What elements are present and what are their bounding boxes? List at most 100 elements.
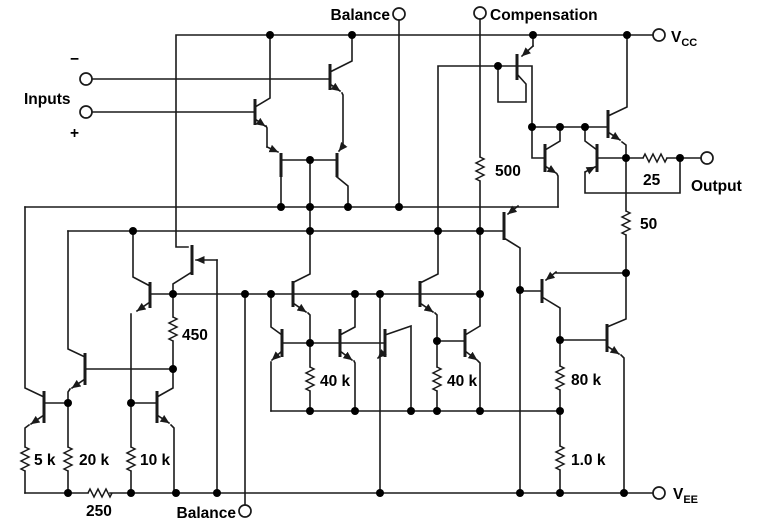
resistor-25 [642,152,668,164]
junction-dot [266,31,274,39]
emitter-arrow [338,349,354,362]
emitter-arrow [605,344,621,356]
resistor-80k [554,365,566,391]
junction-dot [267,290,275,298]
wire-segment [253,34,353,148]
wire-segment [540,272,627,341]
junction-dot [433,337,441,345]
emitter-arrow [270,349,284,362]
label-r450: 450 [182,327,208,344]
wire-segment [531,126,609,159]
junction-dot [516,489,524,497]
wire-segment [24,206,69,494]
emitter-arrow [337,141,348,153]
wire-segment [606,34,628,159]
junction-dot [476,290,484,298]
emitter-arrow [606,130,622,142]
wire-segment [379,293,412,494]
label-r250: 250 [86,503,112,520]
emitter-arrow [583,165,597,175]
junction-dot [434,227,442,235]
resistor-5k [19,446,31,472]
junction-dot [64,489,72,497]
terminals [79,6,714,518]
label-compensation: Compensation [490,7,598,24]
labels: Balance Compensation VCC Inputs − + Outp… [24,7,742,522]
junction-dot [494,62,502,70]
junction-dot [407,407,415,415]
label-balance-bottom: Balance [177,505,237,522]
junction-dot [127,489,135,497]
label-r500: 500 [495,163,521,180]
junction-dot [529,31,537,39]
junction-dot [676,154,684,162]
junction-dot [172,489,180,497]
resistors [19,152,668,499]
terminal-output [700,151,714,165]
wire-segment [420,65,533,284]
label-balance-top: Balance [331,7,391,24]
emitter-arrow [544,270,558,282]
wire-segment [502,236,543,494]
label-text: V [673,486,684,503]
resistor-20k [62,446,74,472]
junction-dot [528,123,536,131]
terminal-balance-top [392,7,406,21]
junction-dot [622,154,630,162]
terminal-balance-bottom [238,504,252,518]
junction-dot [64,399,72,407]
label-r50: 50 [640,216,657,233]
junction-dot [277,203,285,211]
label-r80k: 80 k [571,372,602,389]
junction-dot [622,269,630,277]
label-input-plus: + [70,125,79,142]
junction-dot [351,407,359,415]
junction-dot [306,407,314,415]
terminal-vee [652,486,666,500]
junction-dot [433,407,441,415]
junction-dot [476,407,484,415]
label-text: V [671,29,682,46]
wire-segment [559,272,627,494]
resistor-10k [125,446,137,472]
wire-segment [292,159,311,284]
emitter-arrow [265,144,280,154]
junction-dots [64,31,684,497]
resistor-40k-1 [304,366,316,392]
junction-dot [556,336,564,344]
transistor-bars [42,54,610,423]
vcc-rail [175,34,654,248]
resistor-250 [87,487,113,499]
wire-segment [130,368,175,494]
junction-dot [395,203,403,211]
junction-dot [556,489,564,497]
junction-dot [344,203,352,211]
emitter-arrow [253,117,267,128]
resistor-40k-2 [431,366,443,392]
wire-segment [172,259,218,494]
label-r10k: 10 k [140,452,171,469]
junction-dot [348,31,356,39]
junction-dot [306,203,314,211]
emitter-arrow [506,204,520,216]
junction-dot [516,286,524,294]
junction-dot [623,31,631,39]
emitter-arrow [135,300,152,313]
junction-dot [376,290,384,298]
junction-dot [306,339,314,347]
resistor-1k [554,445,566,471]
resistor-500 [474,156,486,182]
junction-dot [556,407,564,415]
wire-segment [309,340,438,412]
junction-dot [351,290,359,298]
resistor-450 [167,316,179,342]
emitter-arrow [520,44,535,58]
junction-dot [476,227,484,235]
junction-dot [127,399,135,407]
emitter-arrow [328,82,342,93]
emitter-arrow [463,349,479,362]
junction-dot [556,123,564,131]
label-vcc: VCC [671,29,697,49]
emitter-arrow [155,413,171,425]
resistor-50 [620,210,632,236]
